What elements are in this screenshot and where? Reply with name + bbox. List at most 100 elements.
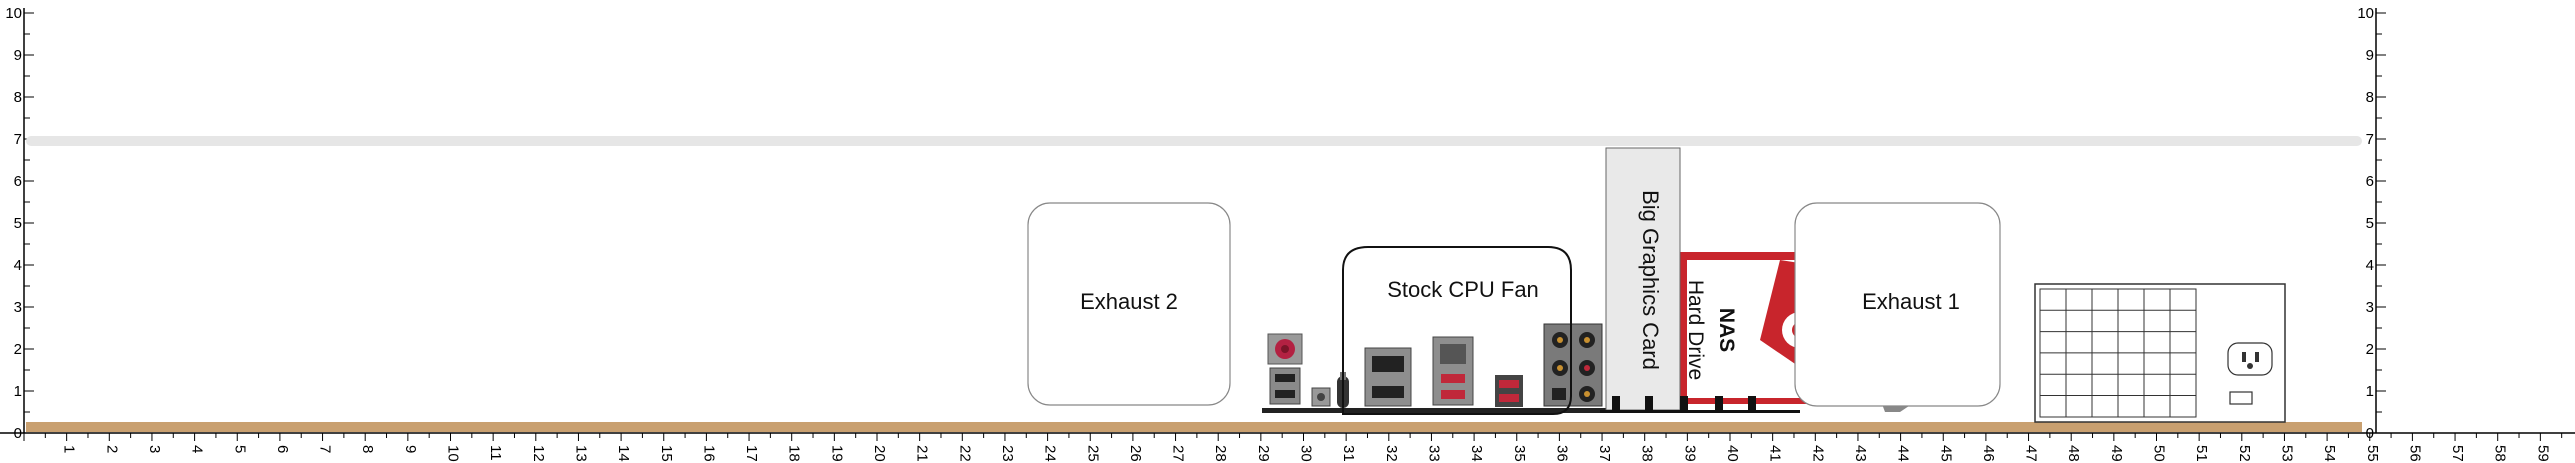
x-tick-label: 1 [61, 445, 78, 453]
x-tick-label: 48 [2065, 445, 2082, 462]
x-tick-label: 47 [2023, 445, 2040, 462]
y-tick-label: 2 [2366, 341, 2374, 358]
shelf-bar [26, 136, 2362, 146]
hdd-label: Hard Drive [1684, 280, 1707, 380]
x-tick-label: 40 [1724, 445, 1741, 462]
y-tick-label: 7 [14, 131, 22, 148]
right-ruler: 0 1 2 3 4 5 6 7 8 9 10 [2357, 5, 2386, 442]
y-tick-label: 6 [2366, 173, 2374, 190]
x-tick-label: 36 [1553, 445, 1570, 462]
x-tick-label: 23 [999, 445, 1016, 462]
exhaust-1-label: Exhaust 1 [1862, 289, 1960, 314]
y-tick-label: 5 [2366, 215, 2374, 232]
y-tick-label: 4 [14, 257, 22, 274]
y-tick-label: 5 [14, 215, 22, 232]
x-tick-label: 30 [1298, 445, 1315, 462]
x-tick-label: 7 [317, 445, 334, 453]
y-tick-label: 1 [2366, 383, 2374, 400]
x-tick-label: 12 [530, 445, 547, 462]
y-tick-label: 0 [2366, 425, 2374, 442]
y-tick-label: 6 [14, 173, 22, 190]
x-tick-label: 5 [231, 445, 248, 453]
x-tick-label: 35 [1511, 445, 1528, 462]
hdd-brand: NAS [1715, 308, 1738, 352]
x-tick-label: 33 [1425, 445, 1442, 462]
y-tick-label: 3 [14, 299, 22, 316]
exhaust-1-box: Exhaust 1 [1794, 202, 2001, 407]
graphics-card-label: Big Graphics Card [1638, 190, 1663, 370]
x-tick-label: 28 [1212, 445, 1229, 462]
x-tick-label: 27 [1170, 445, 1187, 462]
x-tick-label: 57 [2449, 445, 2466, 462]
x-tick-label: 16 [700, 445, 717, 462]
x-tick-label: 51 [2193, 445, 2210, 462]
x-tick-label: 55 [2364, 445, 2381, 462]
usb-red-icon [1495, 375, 1523, 407]
x-tick-label: 58 [2492, 445, 2509, 462]
x-tick-label: 29 [1255, 445, 1272, 462]
y-tick-label: 3 [2366, 299, 2374, 316]
usb-port-icon [1269, 367, 1301, 405]
x-tick-label: 31 [1340, 445, 1357, 462]
x-tick-label: 44 [1895, 445, 1912, 462]
power-supply [2034, 283, 2286, 423]
graphics-card: Big Graphics Card [1605, 147, 1681, 411]
x-tick-label: 46 [1980, 445, 1997, 462]
psu-fan-grille [2039, 288, 2197, 418]
x-tick-label: 2 [103, 445, 120, 453]
x-tick-label: 22 [956, 445, 973, 462]
x-tick-label: 19 [828, 445, 845, 462]
x-tick-label: 37 [1596, 445, 1613, 462]
x-tick-label: 24 [1042, 445, 1059, 462]
x-tick-label: 53 [2278, 445, 2295, 462]
y-tick-label: 1 [14, 383, 22, 400]
x-tick-label: 25 [1084, 445, 1101, 462]
io-ports [1267, 323, 1603, 408]
y-tick-label: 8 [14, 89, 22, 106]
y-tick-label: 9 [2366, 47, 2374, 64]
x-tick-label: 6 [274, 445, 291, 453]
y-tick-label: 2 [14, 341, 22, 358]
io-strip [1262, 408, 1609, 413]
y-tick-label: 8 [2366, 89, 2374, 106]
y-tick-label: 9 [14, 47, 22, 64]
x-tick-label: 59 [2534, 445, 2551, 462]
y-tick-label: 0 [14, 425, 22, 442]
baseplate [26, 422, 2362, 432]
x-tick-label: 13 [572, 445, 589, 462]
x-tick-label: 41 [1767, 445, 1784, 462]
x-tick-label: 4 [189, 445, 206, 453]
x-tick-label: 17 [743, 445, 760, 462]
x-tick-label: 14 [615, 445, 632, 462]
x-tick-label: 20 [871, 445, 888, 462]
x-tick-label: 8 [359, 445, 376, 453]
x-tick-label: 32 [1383, 445, 1400, 462]
x-tick-label: 56 [2406, 445, 2423, 462]
x-tick-label: 26 [1127, 445, 1144, 462]
x-tick-label: 50 [2151, 445, 2168, 462]
x-tick-label: 9 [402, 445, 419, 453]
x-tick-label: 38 [1639, 445, 1656, 462]
x-tick-label: 45 [1937, 445, 1954, 462]
x-tick-label: 49 [2108, 445, 2125, 462]
x-tick-label: 15 [658, 445, 675, 462]
exhaust-2-label: Exhaust 2 [1080, 289, 1178, 314]
x-tick-label: 39 [1681, 445, 1698, 462]
y-tick-label: 7 [2366, 131, 2374, 148]
y-tick-label: 4 [2366, 257, 2374, 274]
cpu-fan-label: Stock CPU Fan [1387, 277, 1539, 302]
x-tick-label: 3 [146, 445, 163, 453]
slot-stubs [1600, 396, 1800, 413]
x-tick-label: 21 [914, 445, 931, 462]
y-tick-label: 10 [2357, 5, 2374, 22]
x-tick-label: 18 [786, 445, 803, 462]
x-tick-label: 52 [2236, 445, 2253, 462]
x-tick-label: 42 [1809, 445, 1826, 462]
psu-socket-icon [2227, 342, 2273, 376]
x-tick-label: 54 [2321, 445, 2338, 462]
exhaust-2-box: Exhaust 2 [1027, 202, 1231, 406]
x-tick-label: 11 [487, 445, 504, 461]
